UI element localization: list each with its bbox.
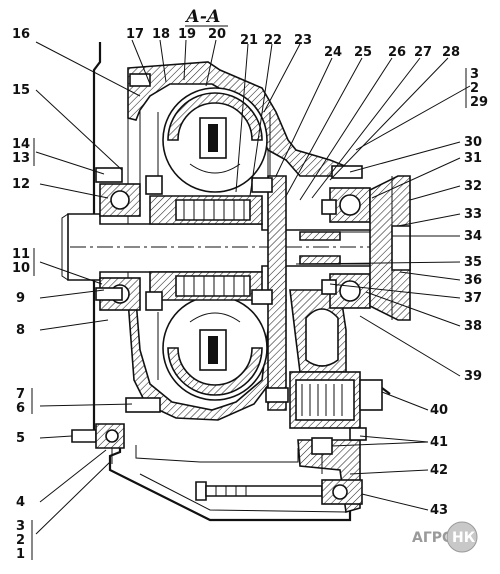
callout-4: 4: [16, 495, 25, 510]
callout-7: 7: [16, 387, 25, 402]
mounting-stud: [71, 423, 125, 464]
callout-32: 32: [464, 179, 482, 194]
output-flange: [369, 175, 411, 321]
callout-39: 39: [464, 369, 482, 384]
callout-12: 12: [12, 177, 30, 192]
agronk-watermark: АГРО НК: [412, 521, 478, 553]
callout-labels: 16 17 18 19 20 21 22 23 24 25 26 27 28 3…: [12, 27, 488, 562]
callout-2-top: 2: [470, 81, 479, 96]
callout-31: 31: [464, 151, 482, 166]
callout-17: 17: [126, 27, 144, 42]
torque-converter-upper: [157, 87, 271, 193]
callout-1: 1: [16, 547, 25, 562]
callout-20: 20: [208, 27, 226, 42]
callout-18: 18: [152, 27, 170, 42]
callout-35: 35: [464, 255, 482, 270]
callout-21: 21: [240, 33, 258, 48]
section-title: А-А: [184, 7, 228, 27]
callout-5: 5: [16, 431, 25, 446]
callout-11: 11: [12, 247, 30, 262]
callout-10: 10: [12, 261, 30, 276]
callout-6: 6: [16, 401, 25, 416]
callout-2-bottom: 2: [16, 533, 25, 548]
callout-3-top: 3: [470, 67, 479, 82]
callout-23: 23: [294, 33, 312, 48]
callout-29: 29: [470, 95, 488, 110]
callout-42: 42: [430, 463, 448, 478]
callout-16: 16: [12, 27, 30, 42]
callout-43: 43: [430, 503, 448, 518]
leader-lines: [35, 39, 471, 535]
drain-bolt: [195, 479, 363, 505]
callout-34: 34: [464, 229, 482, 244]
callout-33: 33: [464, 207, 482, 222]
callout-26: 26: [388, 45, 406, 60]
callout-38: 38: [464, 319, 482, 334]
oil-pump-assembly: [265, 371, 391, 474]
callout-13: 13: [12, 151, 30, 166]
callout-15: 15: [12, 83, 30, 98]
callout-9: 9: [16, 291, 25, 306]
section-title-text: А-А: [184, 7, 221, 27]
callout-8: 8: [16, 323, 25, 338]
callout-40: 40: [430, 403, 448, 418]
watermark-text-right: НК: [452, 530, 476, 546]
callout-27: 27: [414, 45, 432, 60]
callout-25: 25: [354, 45, 372, 60]
callout-3-bottom: 3: [16, 519, 25, 534]
callout-24: 24: [324, 45, 342, 60]
callout-19: 19: [178, 27, 196, 42]
callout-36: 36: [464, 273, 482, 288]
watermark-text-left: АГРО: [412, 530, 454, 546]
clutch-hub: [149, 175, 287, 411]
callout-14: 14: [12, 137, 30, 152]
callout-22: 22: [264, 33, 282, 48]
callout-30: 30: [464, 135, 482, 150]
callout-28: 28: [442, 45, 460, 60]
callout-41: 41: [430, 435, 448, 450]
torque-converter-lower: [157, 295, 271, 401]
callout-37: 37: [464, 291, 482, 306]
housing-bolts: [95, 73, 363, 413]
